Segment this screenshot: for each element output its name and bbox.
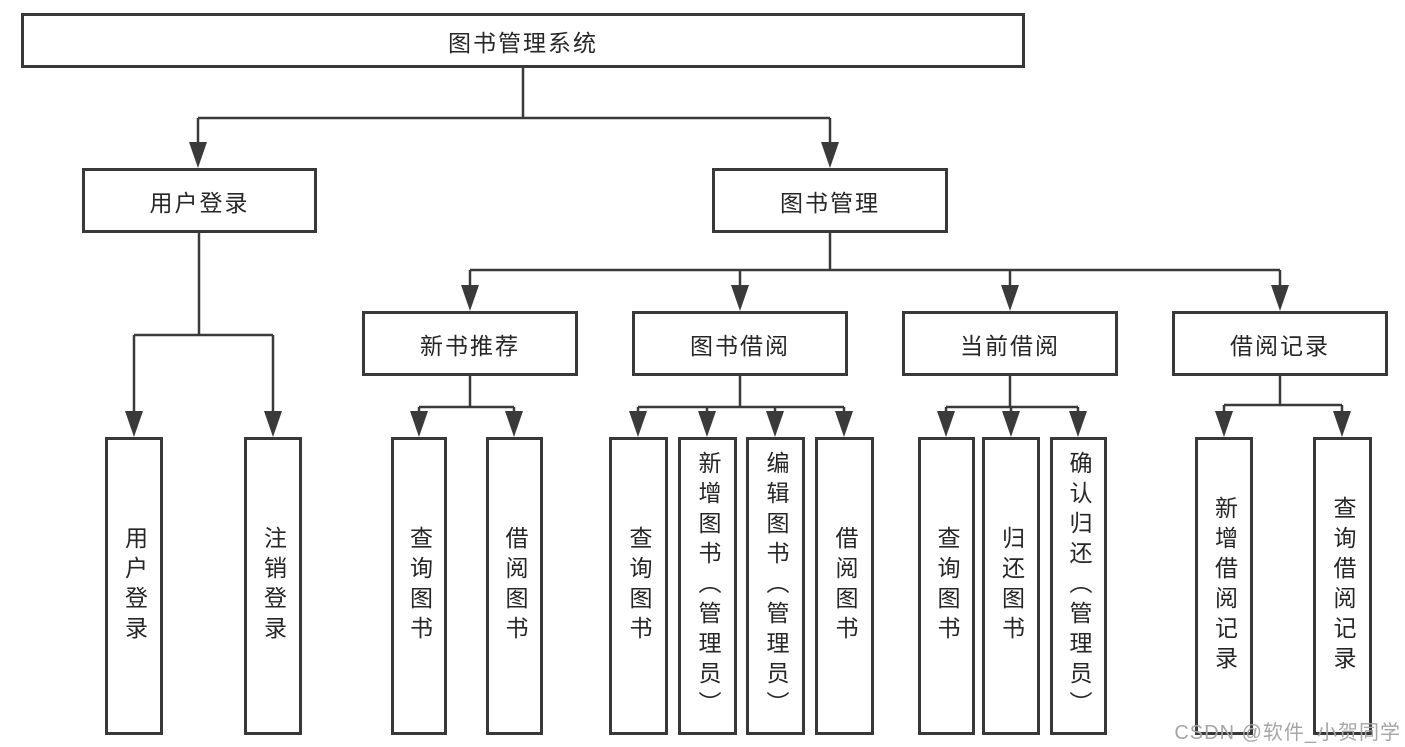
leaf-query-books-recommend: 查询图书 [391, 437, 447, 735]
leaf-query-borrow-record-label: 查询借阅记录 [1330, 496, 1356, 676]
leaf-user-login-label: 用户登录 [121, 526, 148, 646]
leaf-edit-books-admin-label: 编辑图书（管理员） [763, 451, 789, 721]
leaf-add-borrow-record-label: 新增借阅记录 [1211, 496, 1238, 676]
csdn-watermark: CSDN @软件_小贺同学 [1174, 722, 1401, 744]
leaf-confirm-return-admin-label: 确认归还（管理员） [1066, 451, 1092, 721]
leaf-query-books-borrow: 查询图书 [609, 437, 668, 735]
arrowheads [125, 142, 1351, 437]
node-new-book-recommendation-label: 新书推荐 [420, 332, 520, 359]
leaf-add-books-admin-label: 新增图书（管理员） [695, 451, 721, 721]
leaf-query-books-borrow-label: 查询图书 [626, 526, 652, 646]
node-current-borrowing-label: 当前借阅 [960, 332, 1060, 359]
leaf-edit-books-admin: 编辑图书（管理员） [746, 437, 805, 735]
node-current-borrowing: 当前借阅 [902, 311, 1118, 376]
leaf-confirm-return-admin: 确认归还（管理员） [1050, 437, 1107, 735]
node-book-management-label: 图书管理 [780, 189, 880, 216]
leaf-borrow-books: 借阅图书 [815, 437, 874, 735]
node-user-login-label: 用户登录 [149, 189, 250, 216]
leaf-add-books-admin: 新增图书（管理员） [678, 437, 737, 735]
node-borrowing-records: 借阅记录 [1172, 311, 1388, 376]
leaf-borrow-books-recommend: 借阅图书 [486, 437, 543, 735]
leaf-return-books-label: 归还图书 [998, 526, 1025, 646]
node-new-book-recommendation: 新书推荐 [362, 311, 578, 376]
leaf-query-books-recommend-label: 查询图书 [406, 526, 433, 646]
leaf-add-borrow-record: 新增借阅记录 [1195, 437, 1253, 735]
node-book-borrowing-label: 图书借阅 [690, 332, 790, 359]
node-root-book-management-system: 图书管理系统 [21, 13, 1025, 68]
node-book-management: 图书管理 [712, 168, 948, 233]
leaf-return-books: 归还图书 [982, 437, 1040, 735]
node-borrowing-records-label: 借阅记录 [1230, 332, 1330, 359]
leaf-query-books-current: 查询图书 [918, 437, 975, 735]
leaf-borrow-books-label: 借阅图书 [832, 526, 858, 646]
leaf-logout-label: 注销登录 [260, 526, 287, 646]
leaf-query-borrow-record: 查询借阅记录 [1313, 437, 1372, 735]
node-book-borrowing: 图书借阅 [632, 311, 848, 376]
leaf-user-login: 用户登录 [105, 437, 163, 735]
leaf-query-books-current-label: 查询图书 [934, 526, 960, 646]
leaf-logout: 注销登录 [244, 437, 302, 735]
node-user-login: 用户登录 [82, 168, 317, 233]
leaf-borrow-books-recommend-label: 借阅图书 [502, 526, 528, 646]
node-root-label: 图书管理系统 [448, 29, 598, 56]
